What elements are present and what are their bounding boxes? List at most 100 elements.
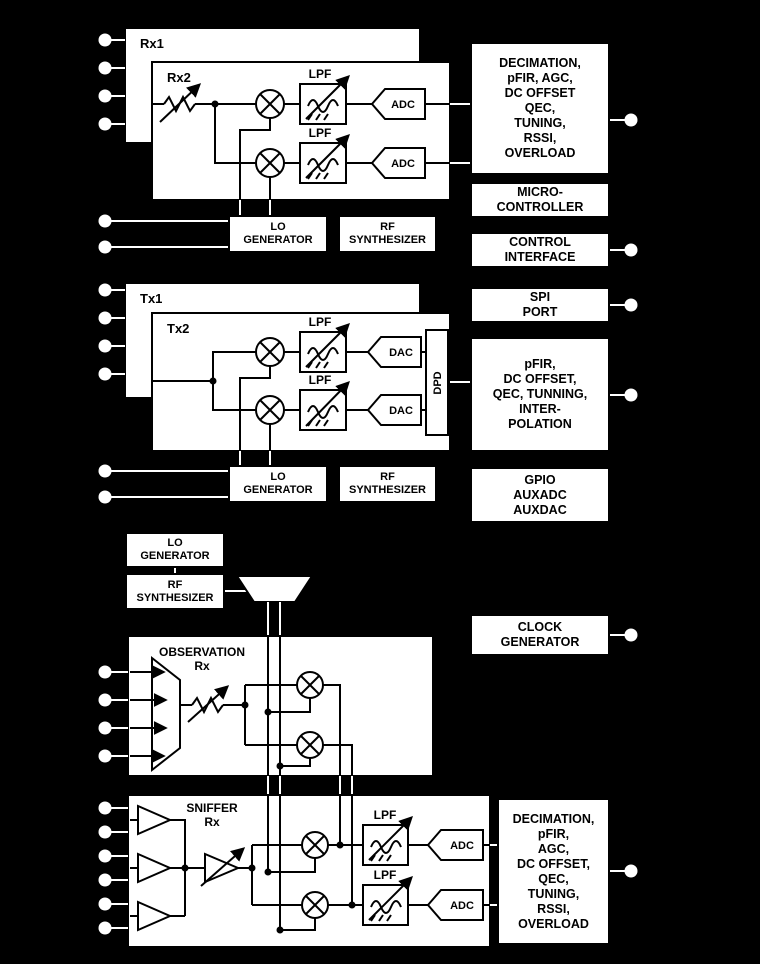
pin xyxy=(98,283,112,297)
lpf-label: LPF xyxy=(309,315,332,329)
tx-lo-generator-block: LO GENERATOR xyxy=(228,465,328,503)
dac-block xyxy=(366,336,422,368)
dac-label: DAC xyxy=(389,347,413,359)
sniffer-wires xyxy=(130,795,490,934)
observation-input-arrows xyxy=(130,665,168,763)
inter-box-lines xyxy=(267,776,353,795)
rx-adc-1: ADC xyxy=(370,88,426,120)
rx-rf-synthesizer-block: RF SYNTHESIZER xyxy=(338,215,437,253)
sniffer-dsp-block: DECIMATION, pFIR, AGC, DC OFFSET, QEC, T… xyxy=(497,798,610,945)
lpf-label: LPF xyxy=(309,67,332,81)
rx-dsp-block: DECIMATION, pFIR, AGC, DC OFFSET QEC, TU… xyxy=(470,42,610,175)
dpd-label: DPD xyxy=(432,371,444,394)
control-interface-block: CONTROL INTERFACE xyxy=(470,232,610,268)
rx1-label: Rx1 xyxy=(140,36,164,51)
pin xyxy=(98,61,112,75)
spi-port-block: SPI PORT xyxy=(470,287,610,323)
lpf-label: LPF xyxy=(374,808,397,822)
observation-mixer-2 xyxy=(296,731,324,759)
amplifier-icon xyxy=(137,804,173,836)
rx-lo-generator-block: LO GENERATOR xyxy=(228,215,328,253)
pin xyxy=(98,490,112,504)
adc-block xyxy=(426,829,484,861)
dpd-block xyxy=(425,329,449,436)
adc-block xyxy=(426,889,484,921)
vga-gain-arrow-icon xyxy=(200,847,246,887)
pin xyxy=(98,921,112,935)
lpf-tune-arrow-icon xyxy=(305,380,350,427)
pin xyxy=(98,849,112,863)
aux-rf-synthesizer-block: RF SYNTHESIZER xyxy=(125,573,225,610)
pin xyxy=(98,89,112,103)
pin xyxy=(98,339,112,353)
observation-rx-section: OBSERVATION Rx xyxy=(127,635,434,777)
sniffer-mixer-2 xyxy=(301,891,329,919)
pin xyxy=(98,749,112,763)
adc-label: ADC xyxy=(391,99,415,111)
sniffer-mixer-1 xyxy=(301,831,329,859)
tx-dac-2: DAC xyxy=(366,394,422,426)
amplifier-icon xyxy=(137,852,173,884)
rx-lpf-2: LPF xyxy=(299,126,350,184)
package-pins-left xyxy=(98,33,112,935)
sniffer-adc-2: ADC xyxy=(426,889,484,921)
pin xyxy=(98,721,112,735)
tx-mixer-2 xyxy=(255,395,285,425)
tx-mixer-1 xyxy=(255,337,285,367)
pin xyxy=(98,464,112,478)
rx-mixer-2 xyxy=(255,148,285,178)
tx-dsp-block: pFIR, DC OFFSET, QEC, TUNNING, INTER- PO… xyxy=(470,337,610,452)
pin xyxy=(98,240,112,254)
package-pins-right xyxy=(624,113,638,878)
lpf-tune-arrow-icon xyxy=(305,323,350,368)
tx-dac-1: DAC xyxy=(366,336,422,368)
pin xyxy=(98,665,112,679)
pin xyxy=(624,628,638,642)
sniffer-adc-1: ADC xyxy=(426,829,484,861)
clock-distribution xyxy=(174,568,314,636)
pin xyxy=(98,33,112,47)
dac-block xyxy=(366,394,422,426)
tx2-label: Tx2 xyxy=(167,321,189,336)
pin xyxy=(98,214,112,228)
pin xyxy=(98,825,112,839)
lpf-tune-arrow-icon xyxy=(305,75,350,120)
sniffer-vga xyxy=(200,847,246,887)
observation-rx-label-2: Rx xyxy=(194,659,210,673)
pin xyxy=(624,864,638,878)
amplifier-icon xyxy=(137,900,173,932)
tx-section: Tx1 Tx2 LPF LPF xyxy=(124,282,451,452)
pin xyxy=(98,367,112,381)
rx-section: Rx1 Rx2 LPF xyxy=(124,27,451,201)
rx-lpf-1: LPF xyxy=(299,67,350,125)
pin xyxy=(98,311,112,325)
adc-block xyxy=(370,147,426,179)
sniffer-rx-label-2: Rx xyxy=(204,815,220,829)
tx-rf-synthesizer-block: RF SYNTHESIZER xyxy=(338,465,437,503)
gpio-block: GPIO AUXADC AUXDAC xyxy=(470,467,610,523)
pin xyxy=(98,801,112,815)
tx1-label: Tx1 xyxy=(140,291,162,306)
mux-icon xyxy=(151,655,181,773)
pin xyxy=(98,693,112,707)
attenuator-arrow-icon xyxy=(159,83,202,123)
attenuator-arrow-icon xyxy=(187,685,230,723)
rx2-label: Rx2 xyxy=(167,70,191,85)
adc-label: ADC xyxy=(450,900,474,912)
tx-lpf-1: LPF xyxy=(299,315,350,373)
pin xyxy=(624,243,638,257)
lpf-label: LPF xyxy=(309,126,332,140)
lpf-label: LPF xyxy=(309,373,332,387)
sniffer-lpf-2: LPF xyxy=(362,868,413,926)
pin xyxy=(98,897,112,911)
tx-lpf-2: LPF xyxy=(299,373,350,431)
sniffer-rx-section: SNIFFER Rx xyxy=(127,794,491,948)
adc-label: ADC xyxy=(391,158,415,170)
pin xyxy=(624,388,638,402)
aux-lo-generator-block: LO GENERATOR xyxy=(125,532,225,568)
observation-mixer-1 xyxy=(296,671,324,699)
adc-label: ADC xyxy=(450,840,474,852)
clock-generator-block: CLOCK GENERATOR xyxy=(470,614,610,656)
